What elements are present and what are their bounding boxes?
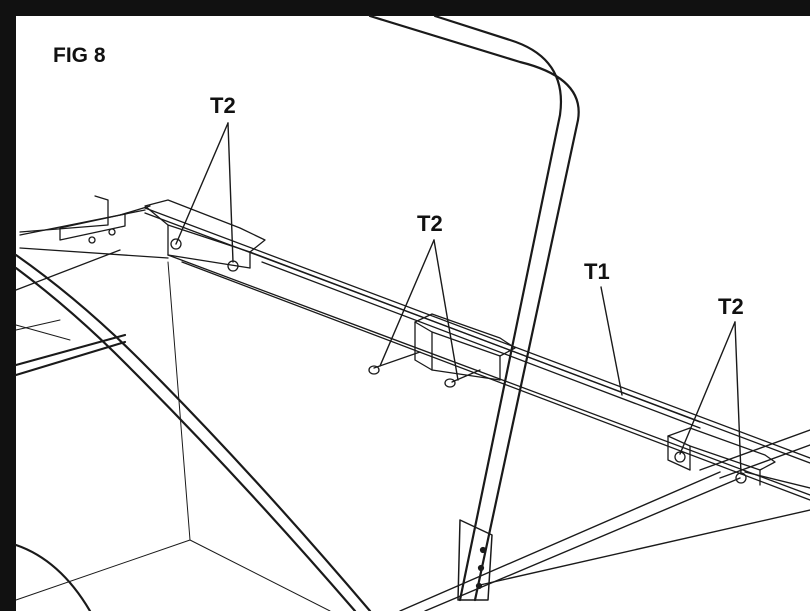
screw-2 bbox=[451, 369, 481, 383]
handle-bow bbox=[368, 14, 580, 602]
rear-rail bbox=[144, 207, 810, 501]
bracket-center bbox=[368, 313, 516, 388]
bolt-hole-1 bbox=[170, 238, 182, 250]
left-side-rail bbox=[15, 195, 169, 291]
bolt-hole-3 bbox=[674, 451, 686, 463]
figure-title: FIG 8 bbox=[53, 44, 106, 67]
bracket-right bbox=[667, 427, 776, 486]
callout-t2-center: T2 bbox=[417, 211, 443, 236]
callout-t2-upper-left: T2 bbox=[210, 93, 236, 118]
left-tube bbox=[14, 253, 372, 611]
callout-t2-right: T2 bbox=[718, 294, 744, 319]
leader-lines bbox=[175, 122, 742, 475]
screw-1 bbox=[373, 351, 421, 369]
callout-t1-rail: T1 bbox=[584, 259, 610, 284]
